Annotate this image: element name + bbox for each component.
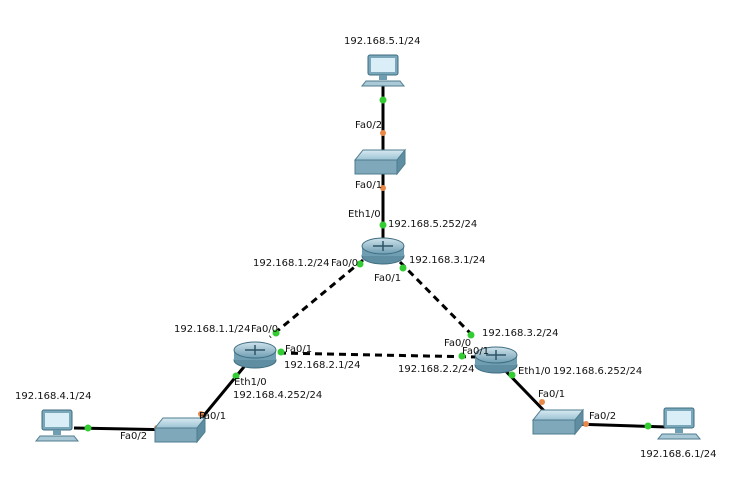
port-dot: [399, 264, 407, 272]
port-label: Fa0/1: [538, 389, 565, 400]
pc-top-icon[interactable]: [360, 54, 406, 87]
router-top-icon[interactable]: [361, 237, 405, 265]
link-router-top-left[interactable]: [269, 258, 364, 339]
labels: 192.168.5.1/24 Fa0/2 Fa0/1 Eth1/0 192.16…: [15, 36, 717, 460]
port-dot: [379, 221, 387, 229]
port-label: Eth1/0: [518, 366, 551, 377]
port-label: Fa0/2: [589, 411, 616, 422]
pc-right-ip: 192.168.6.1/24: [640, 449, 717, 460]
port-label: Eth1/0: [348, 209, 381, 220]
router-left-fa01-ip: 192.168.2.1/24: [284, 360, 361, 371]
router-top-fa00-ip: 192.168.1.2/24: [253, 258, 330, 269]
router-left-icon[interactable]: [233, 341, 277, 369]
port-dot: [379, 96, 387, 104]
router-left-fa00-ip: 192.168.1.1/24: [174, 324, 251, 335]
router-right-eth-ip: 192.168.6.252/24: [553, 366, 642, 377]
port-dot: [508, 371, 516, 379]
link-router-left-right[interactable]: [278, 351, 477, 359]
port-label: Fa0/1: [462, 346, 489, 357]
port-dot: [380, 130, 386, 136]
switch-top-icon[interactable]: [353, 148, 407, 176]
router-right-fa01-ip: 192.168.2.2/24: [398, 364, 475, 375]
pc-top-ip: 192.168.5.1/24: [344, 36, 421, 47]
pc-left-icon[interactable]: [34, 409, 80, 442]
port-label: Fa0/1: [285, 344, 312, 355]
port-dot: [583, 421, 589, 427]
port-dot: [644, 422, 652, 430]
pc-left-ip: 192.168.4.1/24: [15, 391, 92, 402]
link-router-left-switch[interactable]: [194, 361, 250, 426]
port-dot: [467, 331, 475, 339]
router-top-eth-ip: 192.168.5.252/24: [388, 219, 477, 230]
port-dots: [84, 96, 652, 432]
port-label: Fa0/1: [374, 273, 401, 284]
port-dot: [380, 185, 386, 191]
port-label: Fa0/0: [444, 338, 471, 349]
dashed-links: [269, 258, 477, 359]
port-dot: [198, 411, 204, 417]
port-dot: [277, 348, 285, 356]
port-label: Fa0/2: [120, 431, 147, 442]
port-label: Fa0/0: [331, 258, 358, 269]
port-dot: [458, 352, 466, 360]
port-label: Fa0/1: [355, 180, 382, 191]
port-dot: [539, 399, 545, 405]
switch-right-icon[interactable]: [531, 408, 585, 436]
port-dot: [232, 372, 240, 380]
port-dot: [356, 260, 364, 268]
router-top-fa01-ip: 192.168.3.1/24: [409, 255, 486, 266]
port-dot: [272, 329, 280, 337]
router-right-fa00-ip: 192.168.3.2/24: [482, 328, 559, 339]
port-label: Fa0/2: [355, 120, 382, 131]
port-label: Fa0/1: [199, 411, 226, 422]
port-label: Fa0/0: [251, 324, 278, 335]
switch-left-icon[interactable]: [153, 416, 207, 444]
pc-right-icon[interactable]: [656, 407, 702, 440]
router-left-eth-ip: 192.168.4.252/24: [233, 390, 322, 401]
port-label: Eth1/0: [234, 377, 267, 388]
link-router-top-right[interactable]: [398, 260, 477, 340]
router-right-icon[interactable]: [474, 346, 518, 374]
port-dot: [84, 424, 92, 432]
